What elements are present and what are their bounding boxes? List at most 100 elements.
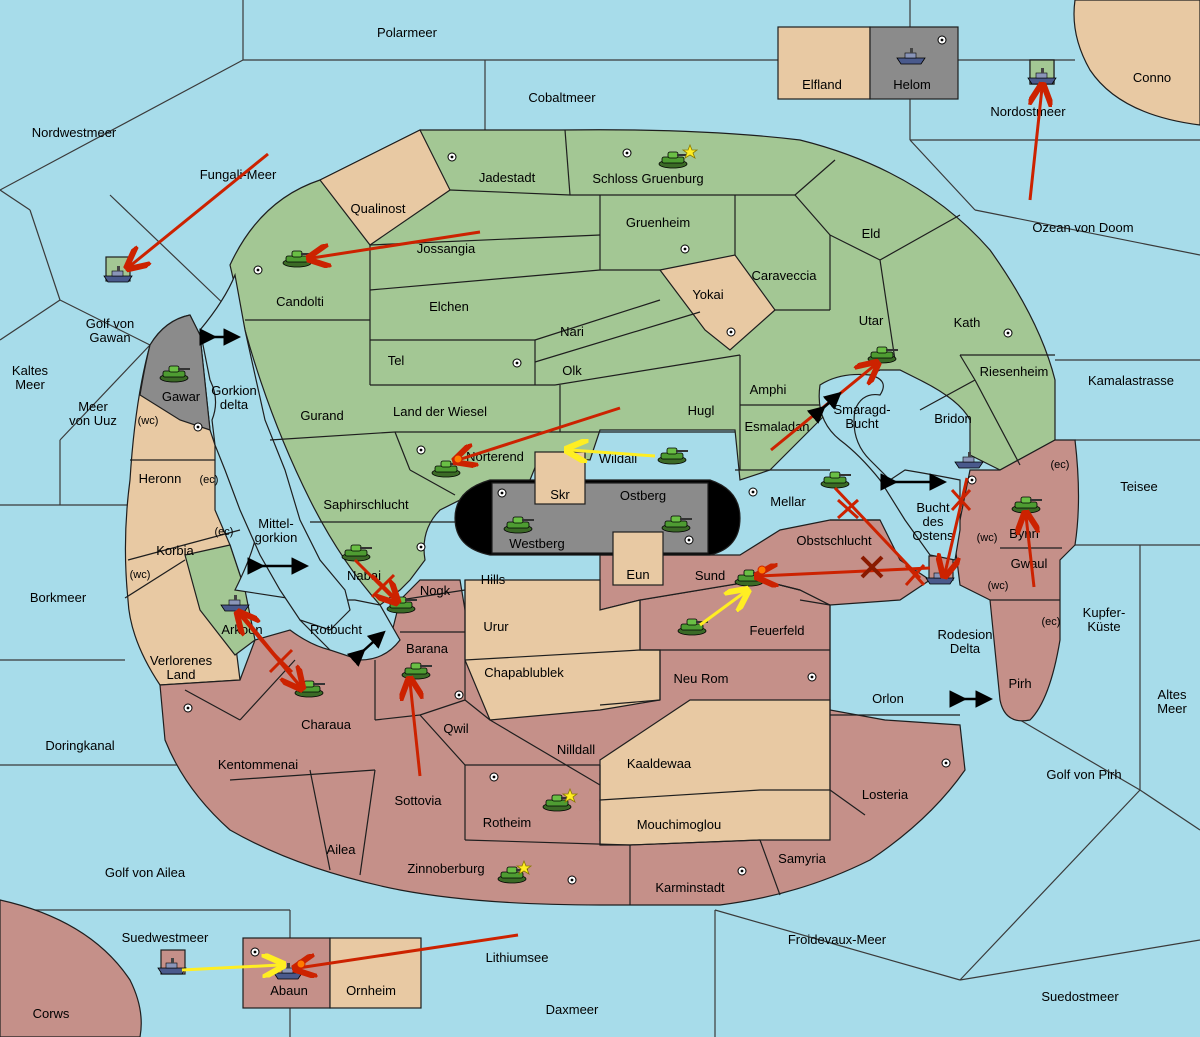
coast-kupfer-ec: (ec)	[1042, 616, 1061, 628]
label-land-wiesel: Land der Wiesel	[393, 404, 487, 419]
sea-nordostmeer: Nordostmeer	[990, 104, 1066, 119]
territory-corws[interactable]	[0, 899, 142, 1037]
label-gawar: Gawar	[162, 389, 201, 404]
sea-suedostmeer: Suedostmeer	[1041, 989, 1119, 1004]
supply-center-icon	[250, 947, 260, 957]
move-arrow	[312, 230, 481, 258]
coast-bynn-wc: (wc)	[977, 532, 998, 544]
label-jadestadt: Jadestadt	[479, 170, 536, 185]
label-bynn: Bynn	[1009, 526, 1039, 541]
label-skr: Skr	[550, 487, 570, 502]
supply-center-icon	[748, 487, 758, 497]
coast-gawar-wc: (wc)	[138, 415, 159, 427]
label-mellar: Mellar	[770, 494, 806, 509]
sea-cobaltmeer: Cobaltmeer	[528, 90, 596, 105]
label-charaua: Charaua	[301, 717, 352, 732]
sea-doringkanal: Doringkanal	[45, 738, 114, 753]
dislodged-markers	[296, 454, 767, 969]
label-samyria: Samyria	[778, 851, 826, 866]
supply-center-icon	[512, 358, 522, 368]
label-schloss: Schloss Gruenburg	[592, 171, 703, 186]
territory-elfland[interactable]	[777, 26, 871, 100]
label-elfland: Elfland	[802, 77, 842, 92]
label-tel: Tel	[388, 353, 405, 368]
label-ornheim: Ornheim	[346, 983, 396, 998]
label-neu-rom: Neu Rom	[674, 671, 729, 686]
territory-yokai[interactable]	[658, 254, 776, 351]
label-ailea: Ailea	[327, 842, 357, 857]
supply-center-icon	[937, 35, 947, 45]
sea-borkmeer: Borkmeer	[30, 590, 87, 605]
support-orders	[181, 450, 745, 970]
support-arrow	[699, 592, 745, 627]
sea-golf-pirh: Golf von Pirh	[1046, 767, 1121, 782]
supply-center-icon	[1003, 328, 1013, 338]
label-kath: Kath	[954, 315, 981, 330]
label-westberg: Westberg	[509, 536, 564, 551]
coast-teisee-ec: (ec)	[1051, 459, 1070, 471]
move-arrow	[298, 933, 519, 968]
territory-ornheim[interactable]	[329, 937, 422, 1009]
cut-cross-icon	[268, 648, 294, 674]
territory-borders	[124, 129, 1062, 905]
supply-center-icon	[967, 475, 977, 485]
territory-eun[interactable]	[612, 531, 664, 586]
label-sottovia: Sottovia	[395, 793, 443, 808]
sea-polarmeer: Polarmeer	[377, 25, 438, 40]
supply-center-icon	[726, 327, 736, 337]
label-nilldall: Nilldall	[557, 742, 595, 757]
label-qualinost: Qualinost	[351, 201, 406, 216]
move-arrow	[410, 682, 420, 777]
label-qwil: Qwil	[443, 721, 468, 736]
label-korbia: Korbia	[156, 543, 194, 558]
move-arrow	[833, 486, 922, 580]
territory-mouchimoglou[interactable]	[599, 789, 831, 846]
supply-center-icon	[737, 866, 747, 876]
label-kaaldewaa: Kaaldewaa	[627, 756, 692, 771]
label-kentommenai: Kentommenai	[218, 757, 298, 772]
label-caraveccia: Caraveccia	[751, 268, 817, 283]
label-heronn: Heronn	[139, 471, 182, 486]
label-rotheim: Rotheim	[483, 815, 531, 830]
label-bridon: Bridon	[934, 411, 972, 426]
sea-lithiumsee: Lithiumsee	[486, 950, 549, 965]
supply-center-icon	[807, 672, 817, 682]
cut-cross-icon	[904, 563, 926, 587]
sea-golf-ailea: Golf von Ailea	[105, 865, 186, 880]
coast-tags: (wc) (ec) (ec) (wc) (ec) (wc) (wc) (ec)	[130, 415, 1070, 628]
label-riesenheim: Riesenheim	[980, 364, 1049, 379]
label-mouchi: Mouchimoglou	[637, 817, 722, 832]
territory-conno[interactable]	[1073, 0, 1200, 126]
territory-labels: Elfland Helom Conno Corws Abaun Ornheim …	[33, 70, 1172, 1021]
label-nari: Nari	[560, 324, 584, 339]
move-arrow	[458, 406, 621, 460]
home-star-icon	[515, 859, 533, 875]
move-arrow	[945, 477, 969, 573]
supply-center-icon	[416, 542, 426, 552]
sea-daxmeer: Daxmeer	[546, 1002, 599, 1017]
supply-center-icon	[941, 758, 951, 768]
label-feuerfeld: Feuerfeld	[750, 623, 805, 638]
label-saphirschlucht: Saphirschlucht	[323, 497, 409, 512]
cut-cross-icon	[860, 555, 884, 579]
dislodged-icon	[296, 959, 306, 969]
sea-ozean: Ozean von Doom	[1032, 220, 1133, 235]
convoy-double-arrow	[346, 630, 386, 667]
cut-cross-icon	[950, 488, 972, 512]
supply-center-icon	[253, 265, 263, 275]
label-jossangia: Jossangia	[417, 241, 476, 256]
move-arrow	[760, 568, 931, 576]
sea-fungali: Fungali-Meer	[200, 167, 277, 182]
sea-suedwestmeer: Suedwestmeer	[122, 930, 209, 945]
label-helom: Helom	[893, 77, 931, 92]
label-amphi: Amphi	[750, 382, 787, 397]
label-hills: Hills	[481, 572, 506, 587]
label-orlon: Orlon	[872, 691, 904, 706]
